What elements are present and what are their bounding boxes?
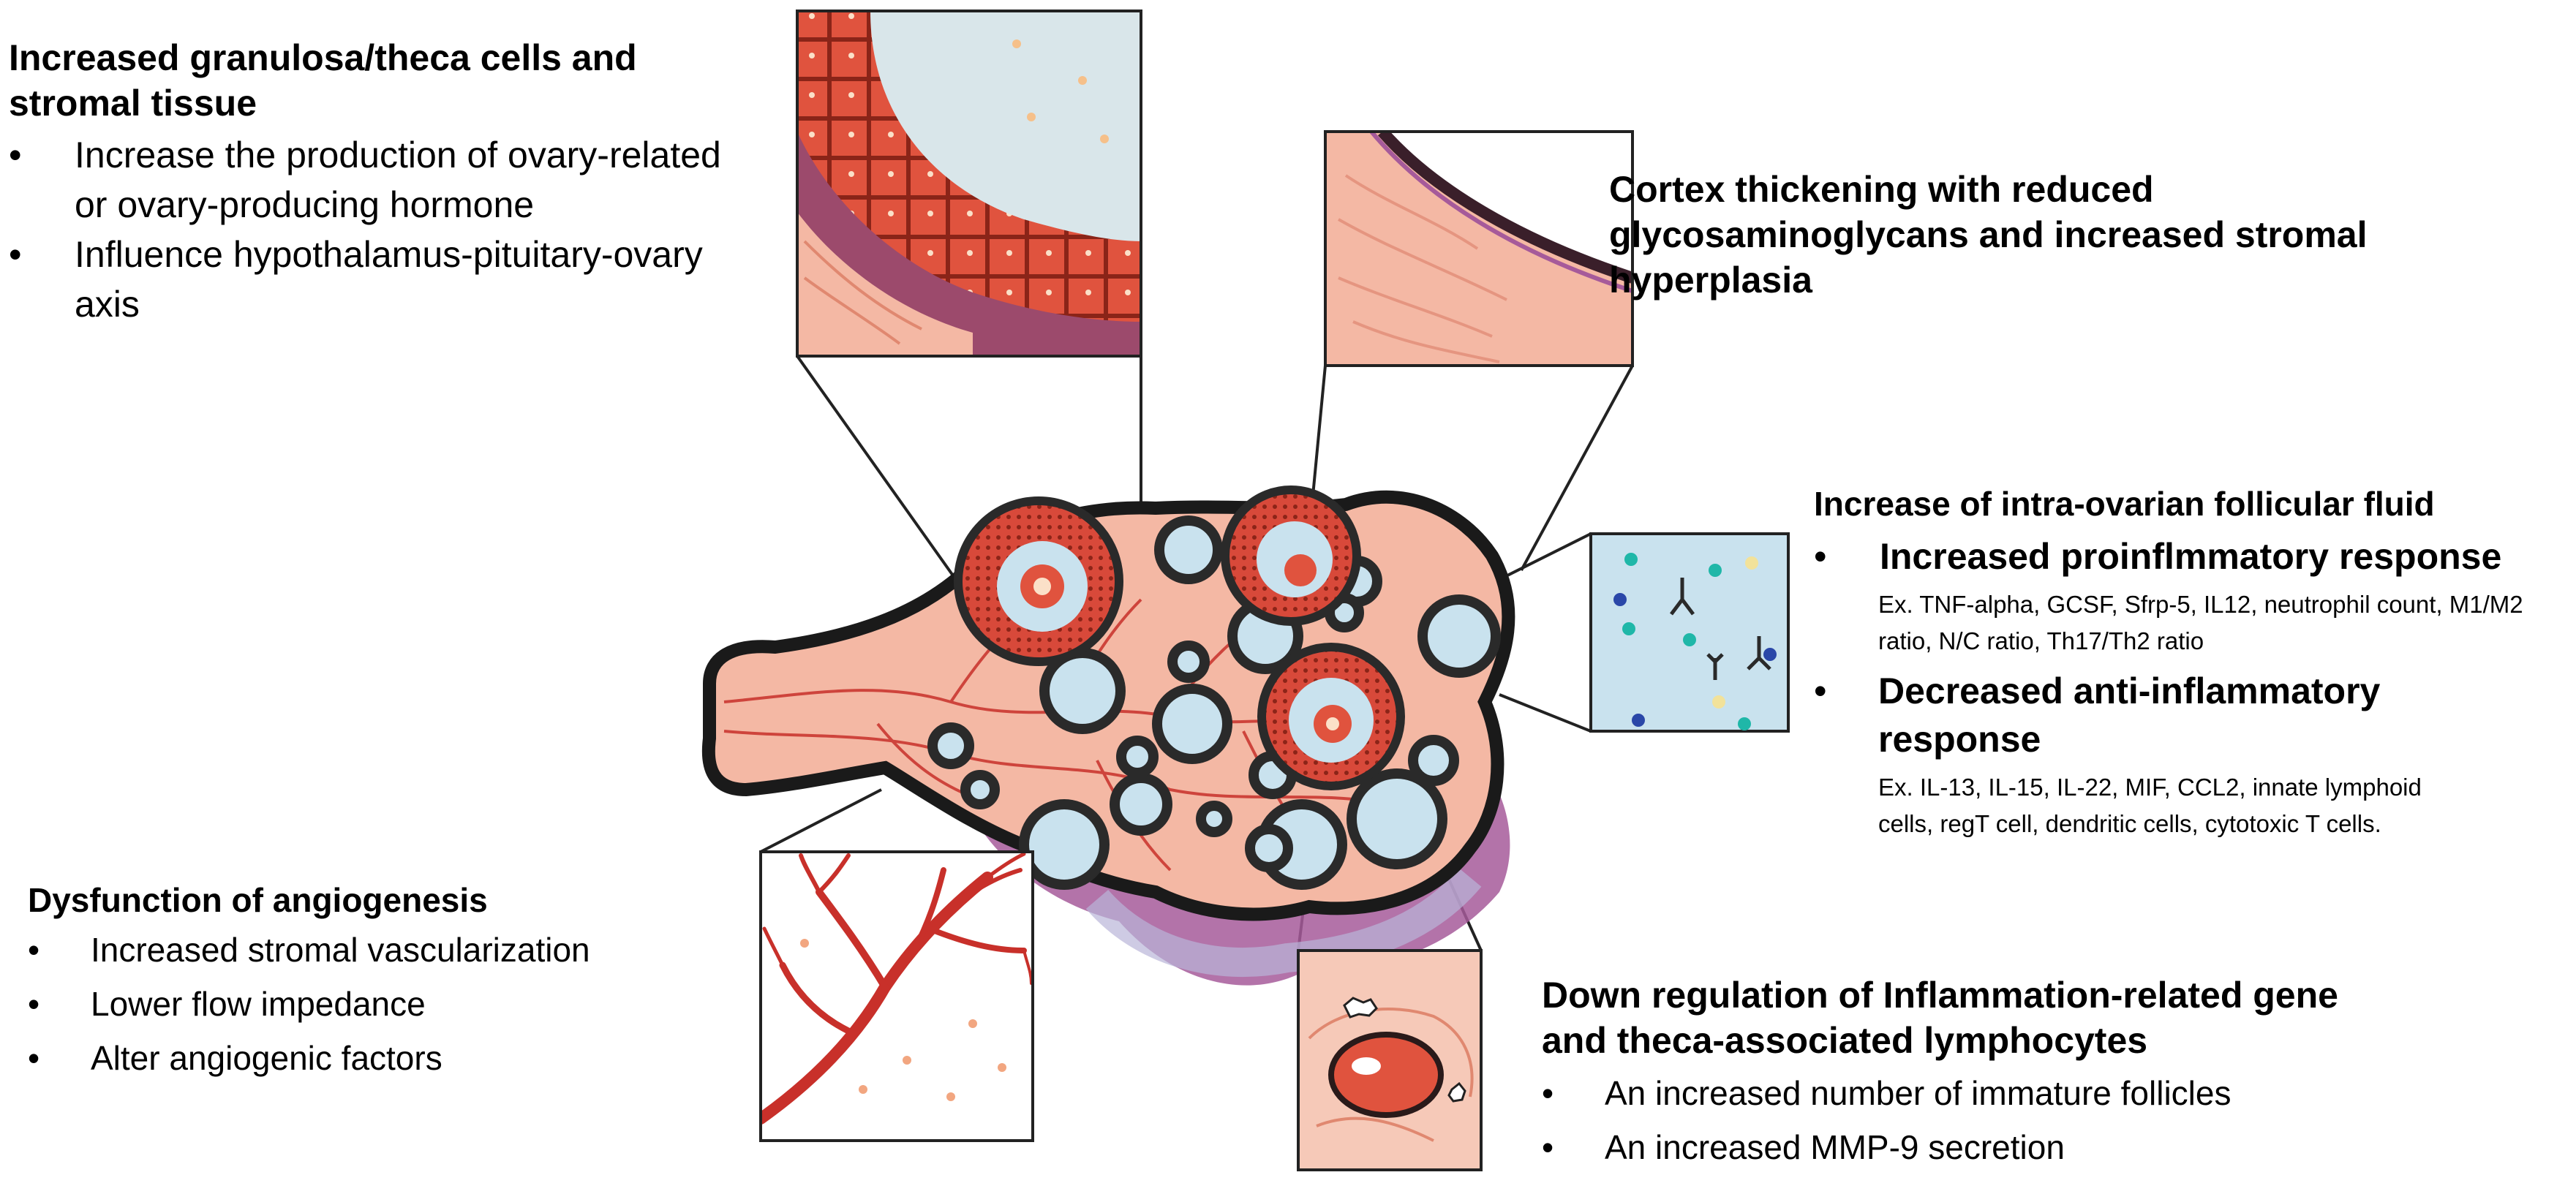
proinflammatory-examples: Ex. TNF-alpha, GCSF, Sfrp-5, IL12, neutr… [1878, 591, 2523, 654]
downreg-title: Down regulation of Inflammation-related … [1542, 975, 2338, 1061]
angiogenesis-block: Dysfunction of angiogenesis Increased st… [28, 879, 759, 1085]
list-item: Lower flow impedance [28, 977, 759, 1031]
cortex-title: Cortex thickening with reduced glycosami… [1609, 169, 2368, 301]
follicular-fluid-block: Increase of intra-ovarian follicular flu… [1814, 483, 2567, 850]
list-item: Increased stromal vascularization [28, 923, 759, 977]
inset-granulosa [796, 10, 1142, 358]
anti-inflammatory-examples: Ex. IL-13, IL-15, IL-22, MIF, CCL2, inna… [1878, 774, 2422, 837]
list-item: Decreased anti-inflammatory response Ex.… [1814, 667, 2567, 842]
inset-immature-follicle [1297, 949, 1483, 1171]
antral-follicle-center [1257, 643, 1405, 790]
downregulation-block: Down regulation of Inflammation-related … [1542, 972, 2493, 1174]
cortex-block: Cortex thickening with reduced glycosami… [1609, 167, 2487, 303]
angio-title: Dysfunction of angiogenesis [28, 881, 488, 919]
granulosa-list: Increase the production of ovary-related… [9, 130, 784, 329]
list-item: Influence hypothalamus-pituitary-ovary a… [9, 230, 733, 329]
inset-follicular-fluid [1589, 532, 1790, 733]
antral-follicle-top [1221, 485, 1361, 626]
granulosa-block: Increased granulosa/theca cells and stro… [9, 35, 784, 329]
fluid-title: Increase of intra-ovarian follicular flu… [1814, 485, 2435, 523]
downreg-list: An increased number of immature follicle… [1542, 1066, 2493, 1174]
list-item: Alter angiogenic factors [28, 1031, 759, 1085]
inset-angiogenesis [759, 850, 1034, 1142]
granulosa-title: Increased granulosa/theca cells and stro… [9, 37, 637, 124]
list-item: Increased proinflmmatory response Ex. TN… [1814, 532, 2567, 660]
list-item: An increased number of immature follicle… [1542, 1066, 2493, 1120]
antral-follicle-left [954, 496, 1123, 666]
list-item: An increased MMP-9 secretion [1542, 1120, 2493, 1174]
list-item: Increase the production of ovary-related… [9, 130, 733, 230]
proinflammatory-label: Increased proinflmmatory response [1880, 536, 2502, 577]
inflammation-list: Increased proinflmmatory response Ex. TN… [1814, 532, 2567, 842]
anti-inflammatory-label: Decreased anti-inflammatory response [1878, 670, 2381, 760]
angio-list: Increased stromal vascularization Lower … [28, 923, 759, 1085]
inset-cortex [1324, 130, 1634, 367]
